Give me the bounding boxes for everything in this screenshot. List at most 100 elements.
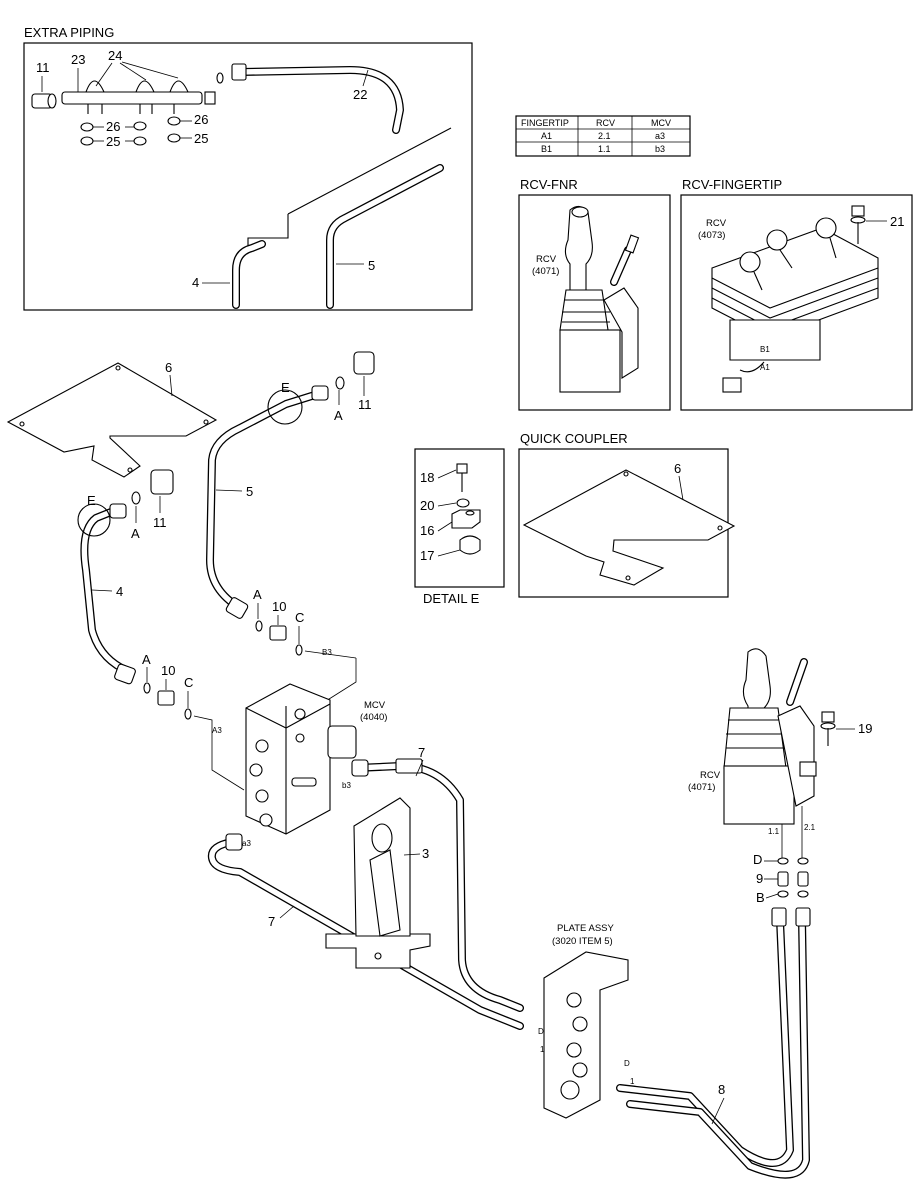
- port-b1-label: B1: [760, 345, 770, 354]
- callout-9: 9: [756, 871, 763, 886]
- callout-22: 22: [353, 87, 367, 102]
- callout-26a: 26: [106, 119, 120, 134]
- plate-port-1-left: 1: [540, 1045, 545, 1054]
- extra-piping-title: EXTRA PIPING: [24, 25, 114, 40]
- hose-8: 8: [616, 907, 811, 1179]
- port-b3-label: B3: [322, 648, 332, 657]
- rcv-fnr-joystick: [559, 205, 640, 393]
- fingertip-cross-table: FINGERTIP RCV MCV A1 2.1 a3 B1 1.1 b3: [515, 115, 691, 157]
- detail-e-panel: DETAIL E 18 20 16 17: [414, 448, 505, 606]
- callout-23: 23: [71, 52, 85, 67]
- callout-11-lower: 11: [153, 515, 167, 530]
- rcv-fingertip-label: RCV: [706, 218, 727, 229]
- callout-18: 18: [420, 470, 434, 485]
- port-a1-label: A1: [760, 363, 770, 372]
- callout-10-lower: 10: [161, 663, 175, 678]
- callout-11-upper: 11: [358, 397, 372, 412]
- rcv-main-label: RCV: [700, 770, 721, 781]
- mcv-code: (4040): [360, 712, 387, 723]
- callout-25b: 25: [194, 131, 208, 146]
- extra-piping-panel: EXTRA PIPING: [23, 25, 473, 311]
- callout-24: 24: [108, 48, 122, 63]
- port-b3-lower-label: b3: [342, 781, 351, 790]
- plate-assy: PLATE ASSY (3020 ITEM 5) D 1 D 1: [538, 923, 635, 1119]
- callout-A-10-upper: A: [253, 587, 262, 602]
- table-cell-a1: A1: [541, 131, 552, 141]
- rcv-port-21: 2.1: [804, 823, 816, 832]
- callout-C-lower: C: [184, 675, 193, 690]
- callout-3: 3: [422, 846, 429, 861]
- hose-4: E 4: [77, 493, 136, 685]
- hose-22: [231, 63, 404, 134]
- quick-coupler-title: QUICK COUPLER: [520, 431, 628, 446]
- callout-A-lower: A: [131, 526, 140, 541]
- callout-7-upper: 7: [418, 745, 425, 760]
- plate-port-d-right: D: [624, 1059, 630, 1068]
- callout-21: 21: [890, 214, 904, 229]
- rcv-port-11: 1.1: [768, 827, 780, 836]
- callout-B: B: [756, 890, 765, 905]
- fitting-11-lower: A 11: [131, 469, 174, 541]
- rcv-main-joystick: RCV (4071) 1.1 2.1: [688, 648, 817, 858]
- fitting-11: [31, 93, 57, 109]
- adapter-group-upper: A 10 C B3: [253, 587, 357, 707]
- hose-7-lower: 7: [207, 833, 524, 1030]
- callout-10-upper: 10: [272, 599, 286, 614]
- callout-7-lower: 7: [268, 914, 275, 929]
- callout-E-upper: E: [281, 380, 290, 395]
- mcv-label: MCV: [364, 700, 386, 711]
- callout-E-lower: E: [87, 493, 96, 508]
- rcv-fnr-code: (4071): [532, 266, 559, 277]
- callout-26b: 26: [194, 112, 208, 127]
- plate-port-d-left: D: [538, 1027, 544, 1036]
- table-cell-a3: a3: [655, 131, 665, 141]
- plate-assy-label-1: PLATE ASSY: [557, 923, 615, 934]
- bolt-21: [850, 205, 866, 244]
- callout-19: 19: [858, 721, 872, 736]
- callout-6-coupler: 6: [674, 461, 681, 476]
- hose-7-upper: 7: [351, 745, 524, 1012]
- callout-5-panel: 5: [368, 258, 375, 273]
- bracket-3: 3: [325, 797, 431, 969]
- port-a3-lower-label: a3: [242, 839, 251, 848]
- table-cell-21: 2.1: [598, 131, 611, 141]
- fitting-11-upper: A 11: [334, 351, 375, 423]
- callout-4: 4: [116, 584, 123, 599]
- mcv-valve-block: MCV (4040) b3 a3: [242, 683, 387, 848]
- callout-5: 5: [246, 484, 253, 499]
- callout-4-panel: 4: [192, 275, 199, 290]
- table-header-mcv: MCV: [651, 118, 671, 128]
- table-cell-b1: B1: [541, 144, 552, 154]
- rcv-fnr-label: RCV: [536, 254, 557, 265]
- rcv-fnr-panel: RCV-FNR RCV (4071): [518, 177, 671, 411]
- detail-e-title: DETAIL E: [423, 591, 480, 606]
- bolt-19: 19: [820, 711, 872, 746]
- rcv-main-code: (4071): [688, 782, 715, 793]
- callout-11: 11: [36, 60, 50, 75]
- table-cell-11: 1.1: [598, 144, 611, 154]
- table-header-rcv: RCV: [596, 118, 615, 128]
- port-a3-label: A3: [212, 726, 222, 735]
- callout-C-upper: C: [295, 610, 304, 625]
- manifold-bar: [61, 72, 224, 114]
- rcv-fingertip-code: (4073): [698, 230, 725, 241]
- rcv-fingertip-body: [711, 217, 879, 393]
- callout-6: 6: [165, 360, 172, 375]
- plate-6: 6: [6, 360, 218, 478]
- callout-A-10-lower: A: [142, 652, 151, 667]
- table-header-fingertip: FINGERTIP: [521, 118, 569, 128]
- plate-port-1-right: 1: [630, 1077, 635, 1086]
- callout-17: 17: [420, 548, 434, 563]
- callout-20: 20: [420, 498, 434, 513]
- callout-D: D: [753, 852, 762, 867]
- fittings-d-9-b: D 9 B: [753, 852, 809, 905]
- hose-5: E 5: [206, 380, 329, 619]
- callout-A-upper: A: [334, 408, 343, 423]
- callout-25a: 25: [106, 134, 120, 149]
- quick-coupler-panel: QUICK COUPLER 6: [518, 431, 736, 598]
- rcv-fingertip-panel: RCV-FINGERTIP RCV (4073) B1 A1 21: [680, 177, 913, 411]
- rcv-fingertip-title: RCV-FINGERTIP: [682, 177, 782, 192]
- table-cell-b3: b3: [655, 144, 665, 154]
- callout-16: 16: [420, 523, 434, 538]
